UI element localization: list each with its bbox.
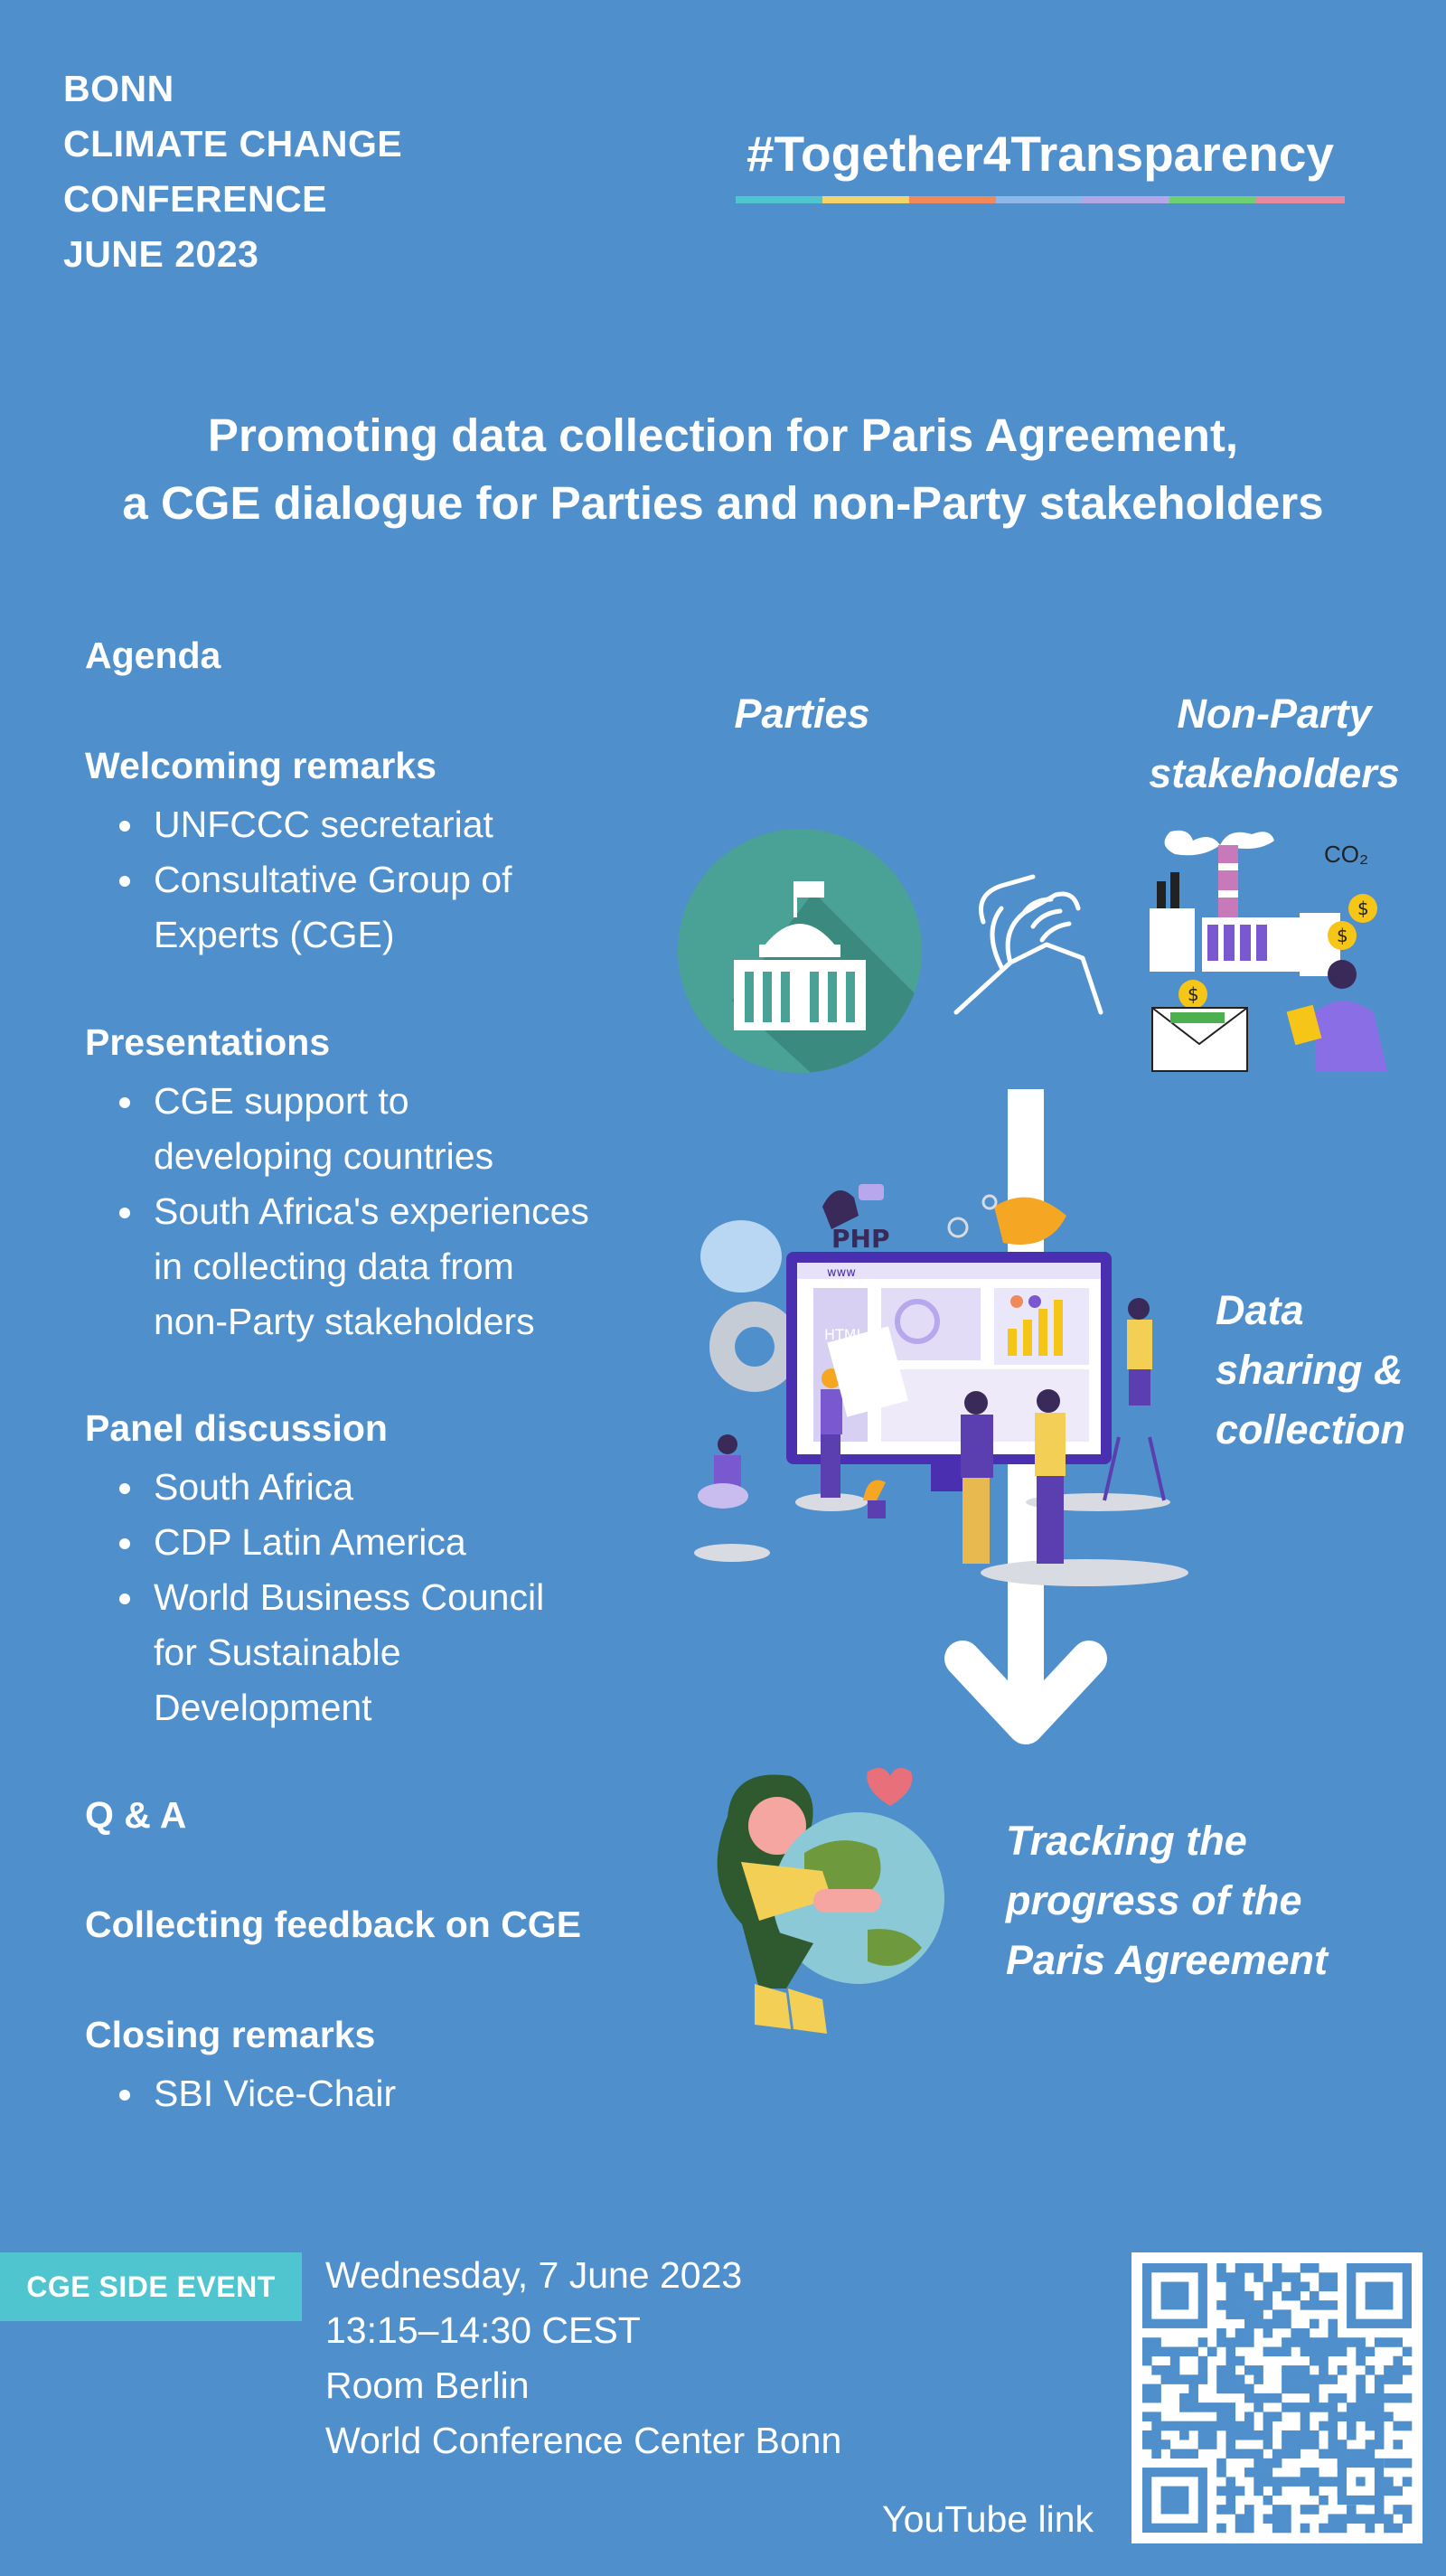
event-venue: World Conference Center Bonn	[325, 2420, 842, 2461]
bullet-icon	[119, 1483, 130, 1494]
hashtag-bar-segment	[1256, 196, 1345, 203]
youtube-link[interactable]: YouTube link	[882, 2498, 1094, 2540]
qr-code-icon[interactable]	[1131, 2252, 1423, 2543]
data-label-3: collection	[1216, 1406, 1406, 1453]
agenda-item-cont: developing countries	[154, 1135, 494, 1177]
conference-line-1: BONN	[63, 68, 174, 109]
bullet-icon	[119, 1097, 130, 1108]
co2-label: CO₂	[1324, 841, 1369, 868]
agenda-item: South Africa's experiences	[154, 1190, 589, 1232]
closing-heading: Closing remarks	[85, 2014, 376, 2055]
bullet-icon	[119, 1538, 130, 1549]
agenda-item: UNFCCC secretariat	[154, 804, 493, 845]
bullet-icon	[119, 821, 130, 832]
parties-label: Parties	[734, 691, 870, 737]
feedback-heading: Collecting feedback on CGE	[85, 1904, 582, 1945]
earth-hug-icon	[717, 1768, 944, 2034]
bullet-icon	[119, 1208, 130, 1218]
data-label-2: sharing &	[1216, 1347, 1404, 1393]
side-event-badge: CGE SIDE EVENT	[0, 2252, 302, 2321]
agenda-item-cont: Development	[154, 1687, 372, 1728]
url-text: www	[827, 1266, 856, 1280]
agenda-item: World Business Council	[154, 1576, 545, 1618]
event-title-line-1: Promoting data collection for Paris Agre…	[207, 409, 1239, 461]
svg-text:$: $	[1188, 983, 1199, 1005]
conference-line-4: JUNE 2023	[63, 233, 259, 275]
svg-text:$: $	[1357, 898, 1369, 919]
agenda-item: CGE support to	[154, 1080, 409, 1122]
qr-code-graphic	[1142, 2263, 1413, 2534]
data-label-1: Data	[1216, 1287, 1304, 1333]
conference-line-2: CLIMATE CHANGE	[63, 123, 403, 165]
bullet-icon	[119, 876, 130, 887]
hashtag-bar-segment	[996, 196, 1083, 203]
agenda-item-cont: in collecting data from	[154, 1246, 514, 1287]
event-time: 13:15–14:30 CEST	[325, 2309, 641, 2351]
agenda-heading: Agenda	[85, 635, 221, 676]
panel-heading: Panel discussion	[85, 1407, 388, 1449]
hashtag-bar-segment	[1169, 196, 1256, 203]
parliament-building-icon	[678, 829, 922, 1073]
non-party-label-1: Non-Party	[1177, 691, 1372, 737]
bullet-icon	[119, 2090, 130, 2101]
hashtag-bar-segment	[1083, 196, 1169, 203]
handshake-icon	[953, 874, 1103, 1015]
hashtag: #Together4Transparency	[746, 126, 1335, 182]
agenda-item: SBI Vice-Chair	[154, 2073, 397, 2114]
event-title-line-2: a CGE dialogue for Parties and non-Party…	[122, 477, 1324, 529]
conference-line-3: CONFERENCE	[63, 178, 328, 220]
agenda-item-cont: Experts (CGE)	[154, 914, 395, 955]
tracking-label-1: Tracking the	[1006, 1818, 1247, 1864]
welcoming-heading: Welcoming remarks	[85, 745, 437, 786]
agenda-item-cont: non-Party stakeholders	[154, 1301, 535, 1342]
presentations-heading: Presentations	[85, 1021, 331, 1063]
svg-text:$: $	[1337, 925, 1348, 946]
hashtag-bar-segment	[736, 196, 822, 203]
agenda-item-cont: for Sustainable	[154, 1631, 401, 1673]
hashtag-bar-segment	[909, 196, 996, 203]
agenda-item: Consultative Group of	[154, 859, 512, 900]
agenda-item: CDP Latin America	[154, 1521, 466, 1563]
industry-stakeholders-icon: $ $ $ $	[1150, 830, 1387, 1072]
agenda-item: South Africa	[154, 1466, 354, 1508]
tracking-label-2: progress of the	[1006, 1877, 1302, 1923]
data-sharing-illustration-icon: HTML PHP www	[694, 1184, 1188, 1586]
html-text: HTML	[824, 1326, 865, 1343]
non-party-label-2: stakeholders	[1149, 750, 1400, 796]
tracking-label-3: Paris Agreement	[1006, 1937, 1328, 1983]
qa-heading: Q & A	[85, 1794, 187, 1836]
event-room: Room Berlin	[325, 2364, 530, 2406]
event-date: Wednesday, 7 June 2023	[325, 2254, 743, 2296]
hashtag-bar-segment	[822, 196, 909, 203]
bullet-icon	[119, 1594, 130, 1604]
php-text: PHP	[831, 1224, 889, 1254]
